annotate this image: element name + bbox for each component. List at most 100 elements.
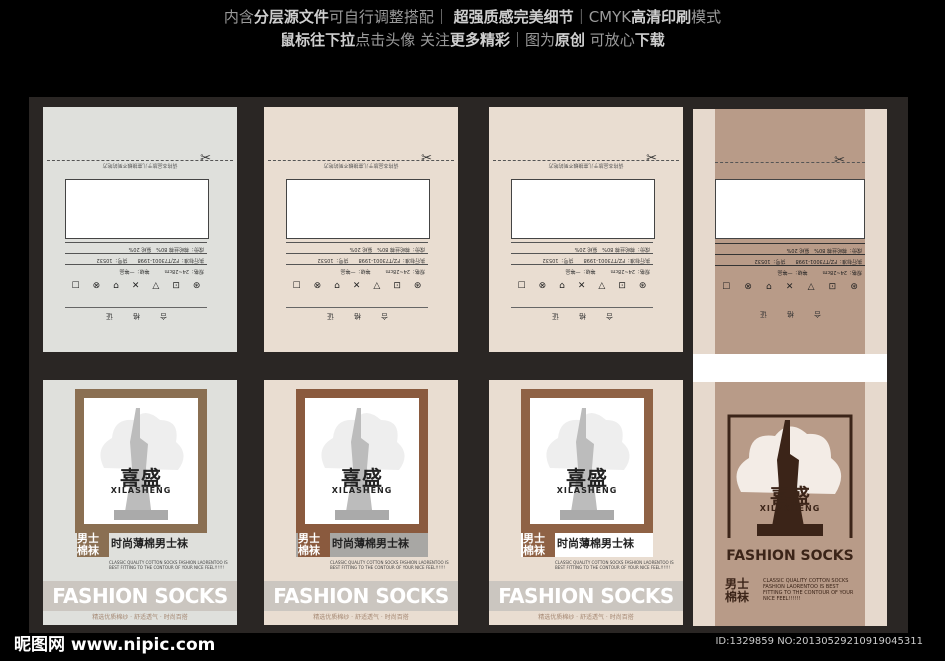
care-icons: ☐⊗⌂✕△⊡⊛ bbox=[511, 281, 653, 291]
hang-tag-section: ✂ 请将本品放于儿童接触不到的地方 成份：棉纶丝棉 80% 氨纶 20% 执行标… bbox=[264, 107, 458, 352]
header-line-2: 鼠标往下拉点击头像 关注更多精彩｜图为原创 可放心下载 bbox=[0, 29, 945, 50]
header-text: 原创 bbox=[555, 31, 586, 49]
sock-package-panel-3: ✂ 请将本品放于儿童接触不到的地方 成份：棉纶丝棉 80% 氨纶 20% 执行标… bbox=[489, 107, 683, 627]
front-section: 喜盛 XILASHENG 男士棉袜 时尚薄棉男士袜 CLASSIC QUALIT… bbox=[489, 380, 683, 625]
spec-row: 成份：棉纶丝棉 80% 氨纶 20% bbox=[511, 242, 653, 253]
header-line-1: 内含分层源文件可自行调整搭配｜ 超强质感完美细节｜CMYK高清印刷模式 bbox=[0, 6, 945, 27]
statue-icon bbox=[100, 408, 184, 520]
care-icon: ☐ bbox=[722, 282, 731, 292]
cut-line bbox=[268, 160, 454, 161]
brand-logo: 喜盛 XILASHENG bbox=[727, 414, 853, 538]
header-text: 高清印刷 bbox=[631, 8, 692, 26]
care-icon: ⊡ bbox=[172, 281, 180, 291]
cert-char: 格 bbox=[786, 310, 794, 318]
statue-icon bbox=[546, 408, 630, 520]
cert-char: 证 bbox=[105, 312, 113, 320]
spec-table: 成份：棉纶丝棉 80% 氨纶 20% 执行标准：FZ/T73001-1998 货… bbox=[511, 242, 653, 304]
care-icon: ⊗ bbox=[313, 281, 322, 291]
front-section: 喜盛 XILASHENG 男士棉袜 时尚薄棉男士袜 CLASSIC QUALIT… bbox=[43, 380, 237, 625]
spec-row: 执行标准：FZ/T73001-1998 货号：10532 bbox=[511, 253, 653, 264]
scissors-icon: ✂ bbox=[200, 151, 211, 166]
product-title: 时尚薄棉男士袜 bbox=[332, 537, 409, 550]
statue-icon bbox=[321, 408, 405, 520]
care-icon: ⌂ bbox=[334, 281, 340, 291]
certificate-label: 证格合 bbox=[511, 307, 653, 320]
care-icon: ⊗ bbox=[538, 281, 547, 291]
brand-name-pinyin: XILASHENG bbox=[331, 486, 393, 495]
care-icon: ⊡ bbox=[393, 281, 401, 291]
brand-name-pinyin: XILASHENG bbox=[556, 486, 618, 495]
label-blank-box bbox=[511, 179, 655, 239]
header-text: 内含 bbox=[223, 8, 254, 26]
header-text: ｜CMYK bbox=[573, 8, 632, 26]
cert-char: 格 bbox=[353, 312, 361, 320]
front-section: 喜盛 XILASHENG 男士棉袜 时尚薄棉男士袜 CLASSIC QUALIT… bbox=[264, 380, 458, 625]
brand-logo: 喜盛 XILASHENG bbox=[530, 398, 644, 524]
badge-text: 男士 bbox=[725, 577, 750, 591]
fashion-socks-title: FASHION SOCKS bbox=[43, 581, 237, 611]
header-text: 下载 bbox=[634, 31, 665, 49]
care-icon: ⊡ bbox=[618, 281, 626, 291]
spec-row: 规格：24~28cm 等级：一等品 bbox=[286, 264, 428, 275]
mens-badge: 男士棉袜 bbox=[523, 533, 555, 557]
header-text: 更多精彩 bbox=[449, 31, 510, 49]
badge-text: 棉袜 bbox=[725, 590, 750, 604]
badge-text: 男士 bbox=[77, 532, 99, 545]
header-text: 超强质感完美细节 bbox=[453, 8, 574, 26]
care-icon: ✕ bbox=[131, 281, 140, 291]
spec-row: 成份：棉纶丝棉 80% 氨纶 20% bbox=[65, 242, 207, 253]
cert-char: 证 bbox=[326, 312, 334, 320]
spec-row: 成份：棉纶丝棉 80% 氨纶 20% bbox=[715, 243, 865, 254]
header-text: 可自行调整搭配 bbox=[328, 8, 434, 26]
care-icon: △ bbox=[373, 281, 381, 291]
care-icon: ⊡ bbox=[828, 282, 837, 292]
spec-row: 规格：24~28cm 等级：一等品 bbox=[715, 265, 865, 276]
mens-badge: 男士棉袜 bbox=[725, 578, 759, 606]
slogan: 精选优质棉纱 · 舒适透气 · 时尚百搭 bbox=[313, 614, 409, 621]
brand-name-cn: 喜盛 bbox=[120, 466, 162, 490]
header-text: 模式 bbox=[691, 8, 722, 26]
label-blank-box bbox=[65, 179, 209, 239]
scissors-icon: ✂ bbox=[834, 153, 845, 168]
white-band bbox=[693, 354, 887, 382]
front-section: 喜盛 XILASHENG FASHION SOCKS 男士棉袜 CLASSIC … bbox=[715, 382, 865, 626]
certificate-label: 证格合 bbox=[286, 307, 428, 320]
sock-package-panel-1: ✂ 请将本品放于儿童接触不到的地方 成份：棉纶丝棉 80% 氨纶 20% 执行标… bbox=[43, 107, 237, 627]
care-icon: ✕ bbox=[785, 282, 794, 292]
hang-tag-section: ✂ 请将本品放于儿童接触不到的地方 成份：棉纶丝棉 80% 氨纶 20% 执行标… bbox=[489, 107, 683, 352]
tag-note: 请将本品放于儿童接触不到的地方 bbox=[102, 162, 178, 168]
site-watermark: 昵图网 www.nipic.com bbox=[14, 635, 216, 655]
packaging-board: ✂ 请将本品放于儿童接触不到的地方 成份：棉纶丝棉 80% 氨纶 20% 执行标… bbox=[29, 97, 908, 633]
care-icon: ⊗ bbox=[92, 281, 101, 291]
product-description: CLASSIC QUALITY COTTON SOCKS FASHION LAO… bbox=[555, 560, 674, 570]
care-icon: ⊛ bbox=[413, 281, 422, 291]
product-badge: 男士棉袜 时尚薄棉男士袜 bbox=[75, 533, 207, 557]
badge-text: 男士 bbox=[523, 532, 545, 545]
care-icon: ⊛ bbox=[192, 281, 201, 291]
badge-text: 棉袜 bbox=[77, 544, 99, 557]
brand-name-pinyin: XILASHENG bbox=[110, 486, 172, 495]
care-icon: ⊛ bbox=[850, 282, 858, 292]
hang-tag-section: ✂ 成份：棉纶丝棉 80% 氨纶 20% 执行标准：FZ/T73001-1998… bbox=[715, 109, 865, 354]
cut-line bbox=[47, 160, 233, 161]
fashion-socks-title: FASHION SOCKS bbox=[264, 581, 458, 611]
cert-char: 格 bbox=[578, 312, 586, 320]
header-text: 分层源文件 bbox=[253, 8, 329, 26]
spec-row: 执行标准：FZ/T73001-1998 货号：10532 bbox=[65, 253, 207, 264]
spec-table: 成份：棉纶丝棉 80% 氨纶 20% 执行标准：FZ/T73001-1998 货… bbox=[65, 242, 207, 304]
cut-line bbox=[715, 162, 865, 163]
spec-row: 规格：24~28cm 等级：一等品 bbox=[65, 264, 207, 275]
label-blank-box bbox=[286, 179, 430, 239]
certificate-label: 证格合 bbox=[715, 309, 865, 319]
brand-name-cn: 喜盛 bbox=[341, 466, 383, 490]
spec-table: 成份：棉纶丝棉 80% 氨纶 20% 执行标准：FZ/T73001-1998 货… bbox=[286, 242, 428, 304]
slogan: 精选优质棉纱 · 舒适透气 · 时尚百搭 bbox=[538, 614, 634, 621]
cert-char: 证 bbox=[759, 310, 767, 318]
spec-row: 执行标准：FZ/T73001-1998 货号：10532 bbox=[286, 253, 428, 264]
fashion-socks-title: FASHION SOCKS bbox=[726, 548, 854, 564]
badge-text: 男士 bbox=[298, 532, 320, 545]
product-badge: 男士棉袜 时尚薄棉男士袜 bbox=[521, 533, 653, 557]
care-icons: ☐⊗⌂✕△⊡⊛ bbox=[715, 282, 865, 292]
spec-table: 成份：棉纶丝棉 80% 氨纶 20% 执行标准：FZ/T73001-1998 货… bbox=[715, 243, 865, 307]
badge-text: 棉袜 bbox=[298, 544, 320, 557]
